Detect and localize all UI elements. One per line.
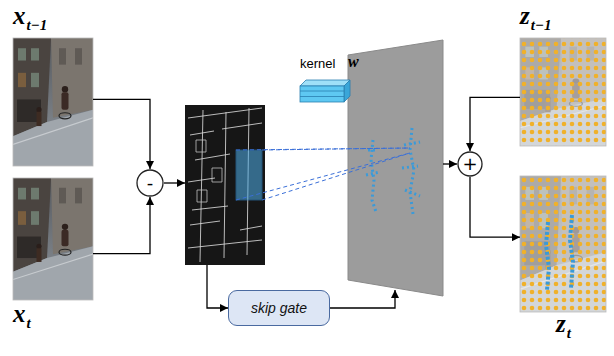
kernel-symbol: w xyxy=(348,53,359,71)
frame-image xyxy=(13,38,93,166)
kernel-cuboid xyxy=(300,91,344,92)
connector-arrow xyxy=(93,197,150,254)
receptive-field-lines xyxy=(236,148,410,150)
kernel-label: kernel xyxy=(300,56,335,71)
wire xyxy=(443,163,457,164)
input-frame: xt−1 xyxy=(13,38,93,166)
operator-circle xyxy=(458,152,482,176)
gate-label: skip gate xyxy=(251,300,307,316)
difference-image xyxy=(185,105,265,265)
operator-sign: + xyxy=(462,155,477,173)
frame-label: zt xyxy=(556,310,571,338)
connector-arrow xyxy=(93,99,150,169)
variable-symbol: x xyxy=(13,2,26,29)
frame-label: xt xyxy=(13,300,31,328)
receptive-field-lines xyxy=(236,153,410,200)
frame-image xyxy=(13,38,93,166)
output-image xyxy=(520,176,606,312)
output-image xyxy=(520,38,606,146)
feature-map xyxy=(366,140,380,212)
output-frame: zt−1 xyxy=(520,38,606,146)
connector-arrow xyxy=(470,177,520,237)
kernel-cuboid xyxy=(300,96,344,97)
frame-image xyxy=(13,38,93,166)
output-image xyxy=(520,176,606,312)
output-image xyxy=(520,38,606,146)
difference-image xyxy=(185,105,265,265)
receptive-field-lines xyxy=(262,153,410,200)
wire xyxy=(164,164,457,308)
variable-subscript: t xyxy=(27,315,31,331)
kernel-cuboid xyxy=(300,80,350,86)
kernel-cuboid xyxy=(300,80,350,102)
subtract-operator: - xyxy=(136,169,164,197)
kernel-cuboid xyxy=(300,86,344,102)
difference-image xyxy=(188,108,262,262)
variable-symbol: z xyxy=(556,310,566,337)
frame-label: xt−1 xyxy=(13,2,47,30)
kernel-cuboid xyxy=(344,80,350,102)
frame-image xyxy=(13,178,93,300)
output-image xyxy=(520,176,606,312)
operator-sign: - xyxy=(147,174,154,192)
output-image xyxy=(546,215,573,290)
variable-subscript: t−1 xyxy=(531,17,552,33)
difference-image xyxy=(236,150,262,200)
variable-symbol: x xyxy=(13,300,26,327)
wire xyxy=(207,265,228,308)
wire xyxy=(330,290,395,308)
output-frame: zt xyxy=(520,176,606,312)
output-image xyxy=(520,176,606,312)
variable-subscript: t−1 xyxy=(27,17,48,33)
variable-subscript: t xyxy=(567,325,571,341)
output-image xyxy=(520,38,606,146)
difference-image xyxy=(196,140,222,202)
frame-image xyxy=(13,178,93,300)
connector-arrow xyxy=(470,97,520,151)
frame-image xyxy=(13,178,93,300)
wire xyxy=(164,182,185,183)
add-operator: + xyxy=(457,151,483,177)
output-image xyxy=(520,38,606,146)
receptive-field-lines xyxy=(236,148,410,200)
output-image xyxy=(520,176,606,312)
variable-symbol: z xyxy=(520,2,530,29)
operator-circle xyxy=(137,170,163,196)
frame-label: zt−1 xyxy=(520,2,552,30)
feature-map xyxy=(402,128,420,214)
input-frame: xt xyxy=(13,178,93,300)
receptive-field-lines xyxy=(262,148,410,150)
output-image xyxy=(520,38,606,146)
gate-box: skip gate xyxy=(228,290,330,326)
